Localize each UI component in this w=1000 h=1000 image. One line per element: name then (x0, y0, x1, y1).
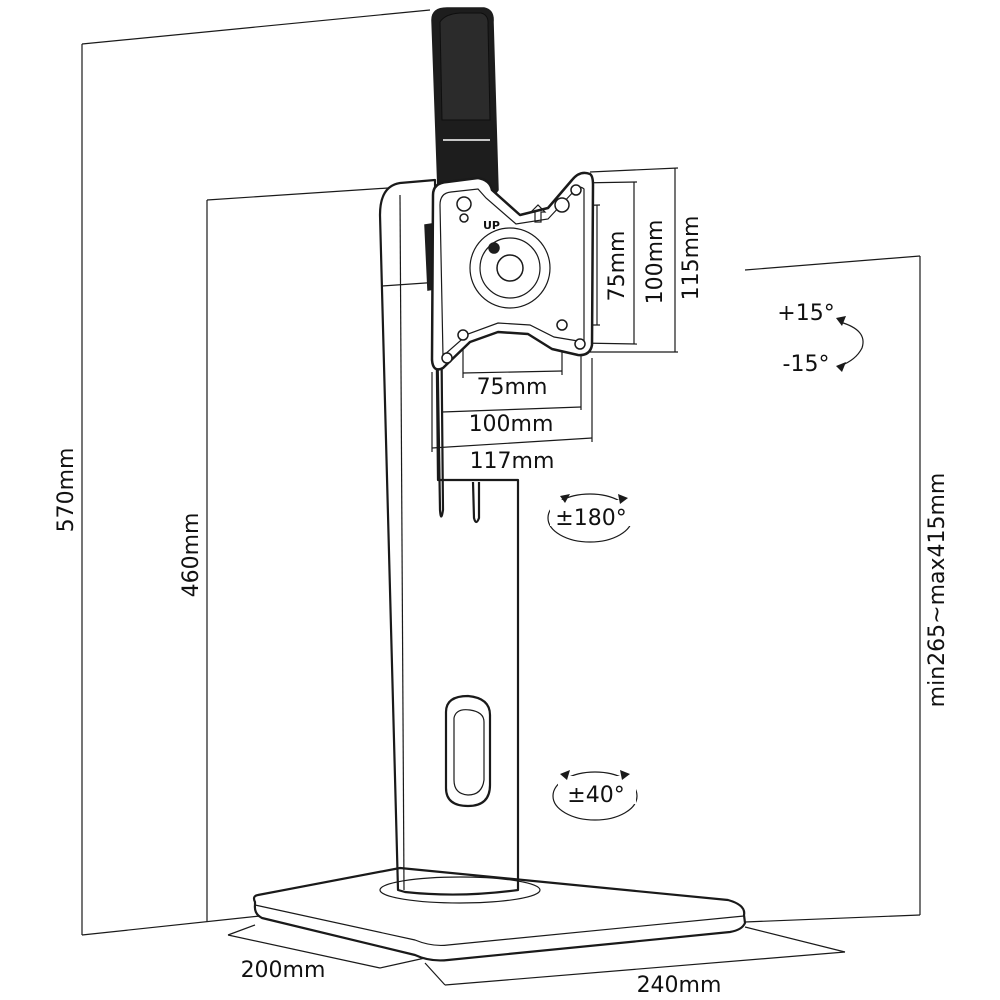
base-plate-top-edge (254, 904, 745, 947)
label-vesa-v100: 100mm (643, 220, 668, 305)
dimension-lines (81, 9, 921, 986)
range-top-ext (744, 255, 921, 271)
plate-boss-center (496, 254, 524, 282)
column-slot-left (433, 194, 445, 518)
plate-height-top-ext (589, 167, 679, 173)
base-collar (379, 876, 541, 904)
cable-hole-outer (444, 694, 492, 808)
label-swivel: ±40° (567, 783, 624, 808)
plate-width-line (431, 437, 593, 449)
vesa-plate: UP (430, 171, 595, 371)
plate-hole-bottom-left-outer (441, 352, 453, 364)
base-width-left-ext (424, 962, 446, 986)
arm-highlight (439, 12, 491, 121)
height-460-top-ext (206, 187, 389, 201)
label-base-width: 240mm (637, 973, 722, 998)
tilt-arrow-icon (836, 316, 864, 372)
label-pole-height: 460mm (179, 513, 204, 598)
up-arrow-icon (529, 204, 547, 223)
base-depth-right-ext (379, 957, 426, 969)
label-rotate: ±180° (555, 506, 626, 531)
dimension-labels: 570mm 460mm min265~max415mm 75mm 100mm 1… (54, 216, 950, 998)
label-vesa-v75: 75mm (605, 231, 630, 302)
column-slot-right (471, 481, 481, 524)
base-plate (252, 866, 747, 962)
range-bottom-ext (744, 914, 921, 923)
plate-boss-mid (479, 237, 541, 299)
plate-hole-top-right-inner (554, 197, 570, 213)
stand-base (252, 866, 747, 962)
label-base-depth: 200mm (241, 958, 326, 983)
rotate-180-icon (547, 493, 636, 543)
column-body (378, 178, 520, 896)
base-width-right-ext (744, 926, 846, 953)
label-adjust-range: min265~max415mm (925, 473, 950, 708)
swivel-40-icon (552, 770, 638, 821)
plate-hole-top-left-small (459, 213, 469, 223)
plate-hole-bottom-right (556, 319, 568, 331)
plate-hole-top-left (456, 196, 472, 212)
label-plate-height: 115mm (679, 216, 704, 301)
tilt-arm (424, 7, 499, 291)
plate-hole-bottom-left (457, 329, 469, 341)
label-tilt-down: -15° (783, 352, 830, 377)
plate-hole-top-right (570, 184, 582, 196)
column-inner-edge (399, 194, 405, 891)
height-570-top-ext (81, 9, 431, 45)
plate-boss-screw (488, 242, 500, 254)
vesa-h100-line (441, 406, 582, 413)
label-vesa-h100: 100mm (469, 412, 554, 437)
label-vesa-h75: 75mm (477, 375, 548, 400)
height-570-bottom-ext (81, 915, 261, 936)
base-width-line (444, 951, 846, 986)
up-label: UP (483, 219, 500, 232)
stand-column (378, 178, 520, 896)
vesa-h75-line (462, 370, 563, 374)
base-depth-left-ext (227, 924, 256, 936)
label-plate-width: 117mm (470, 449, 555, 474)
plate-boss-outer (469, 227, 551, 309)
label-overall-height: 570mm (54, 448, 79, 533)
plate-hole-bottom-right-outer (574, 338, 586, 350)
label-tilt-up: +15° (777, 301, 834, 326)
base-depth-line (227, 934, 381, 969)
cable-hole-inner (453, 709, 485, 796)
